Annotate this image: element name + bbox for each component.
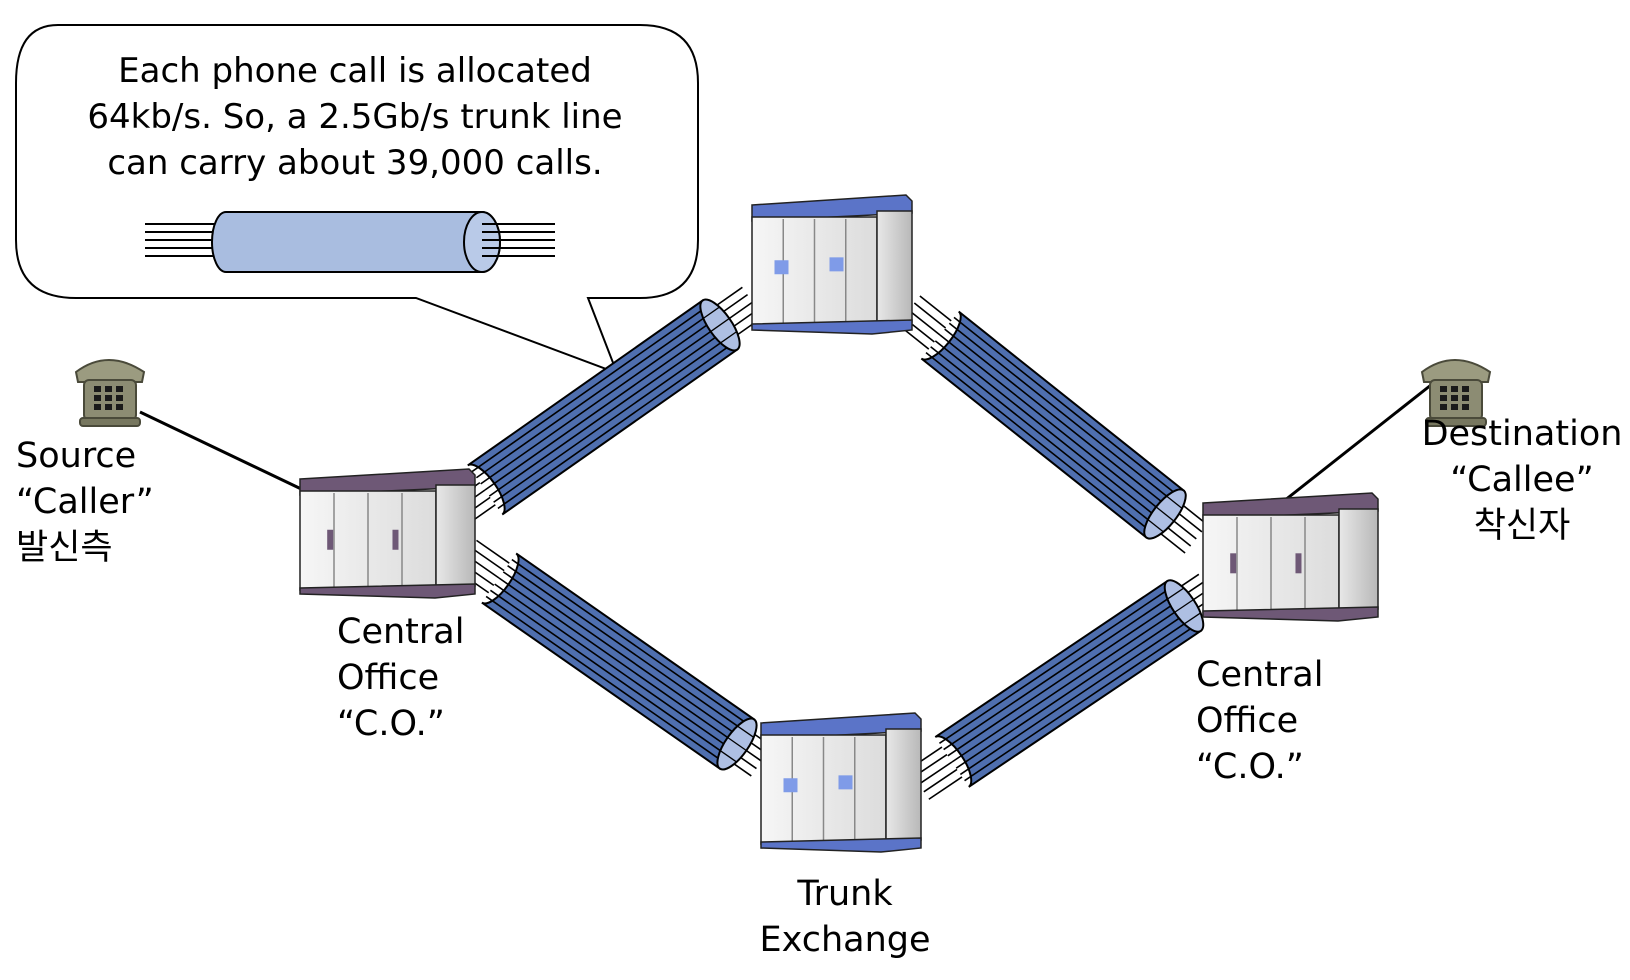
co-right-line-1: Central <box>1196 655 1323 695</box>
destination-telephone-icon <box>1420 359 1492 427</box>
destination-label-line-1: Destination <box>1422 414 1623 454</box>
co-left-line-1: Central <box>337 612 464 652</box>
central-office-right-switch-icon <box>1202 492 1379 622</box>
source-label-line-3: 발신측 <box>16 528 113 568</box>
central-office-right-label: Central Office “C.O.” <box>1196 655 1323 787</box>
trunk-exchange-line-2: Exchange <box>759 920 930 960</box>
destination-label-line-2: “Callee” <box>1450 460 1593 500</box>
callout-line-2: 64kb/s. So, a 2.5Gb/s trunk line <box>87 97 622 137</box>
central-office-left-switch-icon <box>299 468 476 599</box>
trunk-exchange-line-1: Trunk <box>796 874 893 914</box>
callout-line-1: Each phone call is allocated <box>118 51 592 91</box>
callout-line-3: can carry about 39,000 calls. <box>107 143 602 183</box>
co-left-line-3: “C.O.” <box>337 704 445 744</box>
trunk-line-right-bottom <box>908 573 1220 800</box>
source-label-line-1: Source <box>16 436 136 476</box>
trunk-exchange-label: Trunk Exchange <box>759 874 930 960</box>
source-label: Source “Caller” 발신측 <box>16 436 154 568</box>
switches <box>299 194 1379 853</box>
trunk-lines <box>449 286 1220 800</box>
trunk-line-right-top <box>896 295 1209 554</box>
source-telephone-icon <box>74 359 146 427</box>
trunk-exchange-top-switch-icon <box>751 194 913 335</box>
source-phone-line <box>139 410 319 499</box>
central-office-left-label: Central Office “C.O.” <box>337 612 464 744</box>
trunk-line-left-top <box>449 286 764 523</box>
destination-phone-line <box>1274 383 1432 510</box>
trunk-exchange-bottom-switch-icon <box>760 712 922 853</box>
cable-bundle-icon <box>145 211 555 273</box>
source-label-line-2: “Caller” <box>16 482 154 522</box>
trunk-line-left-bottom <box>455 539 773 777</box>
co-right-line-3: “C.O.” <box>1196 747 1304 787</box>
co-right-line-2: Office <box>1196 701 1298 741</box>
co-left-line-2: Office <box>337 658 439 698</box>
destination-label: Destination “Callee” 착신자 <box>1422 414 1623 546</box>
speech-bubble: Each phone call is allocated 64kb/s. So,… <box>15 24 699 375</box>
destination-label-line-3: 착신자 <box>1474 506 1571 546</box>
